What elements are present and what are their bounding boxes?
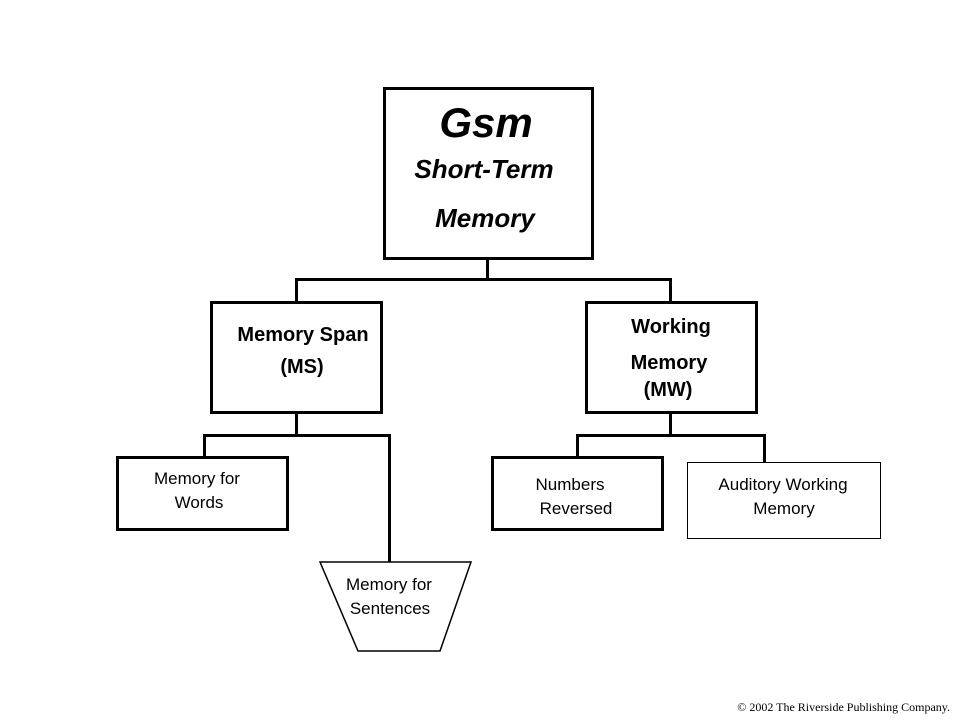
numbers-reversed-label-line1: Numbers (535, 475, 605, 494)
memory-span-box (210, 301, 383, 414)
memory-for-words-label-line2: Words (174, 493, 224, 512)
gsm-label-line2: Memory (435, 203, 535, 233)
mw-stem-connector (669, 412, 672, 437)
root-stem-connector (486, 258, 489, 280)
working-memory-abbrev: (MW) (643, 379, 693, 401)
copyright-notice: © 2002 The Riverside Publishing Company. (737, 700, 950, 714)
level1-horizontal-connector (295, 278, 672, 281)
auditory-working-memory-label-line2: Memory (753, 499, 815, 518)
gsm-code: Gsm (439, 99, 533, 146)
memory-for-words-label-line1: Memory for (154, 469, 240, 488)
ms-drop-connector (295, 278, 298, 303)
mw-drop-connector (669, 278, 672, 303)
words-drop-connector (203, 434, 206, 458)
numbers-reversed-label-line2: Reversed (539, 499, 613, 518)
ms-horizontal-connector (203, 434, 391, 437)
gsm-label-line1: Short-Term (414, 154, 554, 184)
memory-for-sentences-label-line2: Sentences (349, 599, 431, 618)
auditory-drop-connector (763, 434, 766, 464)
sentences-drop-connector (388, 434, 391, 564)
ms-stem-connector (295, 412, 298, 437)
memory-for-sentences-shape (318, 561, 473, 652)
auditory-working-memory-box (687, 462, 881, 539)
working-memory-label-line1: Working (631, 316, 711, 338)
working-memory-label-line2: Memory (630, 352, 708, 374)
mw-horizontal-connector (576, 434, 766, 437)
memory-for-words-box (116, 456, 289, 531)
gsm-root-box (383, 87, 594, 260)
memory-span-abbrev: (MS) (280, 356, 324, 378)
numbers-reversed-box (491, 456, 664, 531)
auditory-working-memory-label-line1: Auditory Working (718, 475, 848, 494)
memory-span-label: Memory Span (237, 324, 369, 346)
memory-for-sentences-label-line1: Memory for (346, 575, 432, 594)
working-memory-box (585, 301, 758, 414)
numbers-drop-connector (576, 434, 579, 458)
